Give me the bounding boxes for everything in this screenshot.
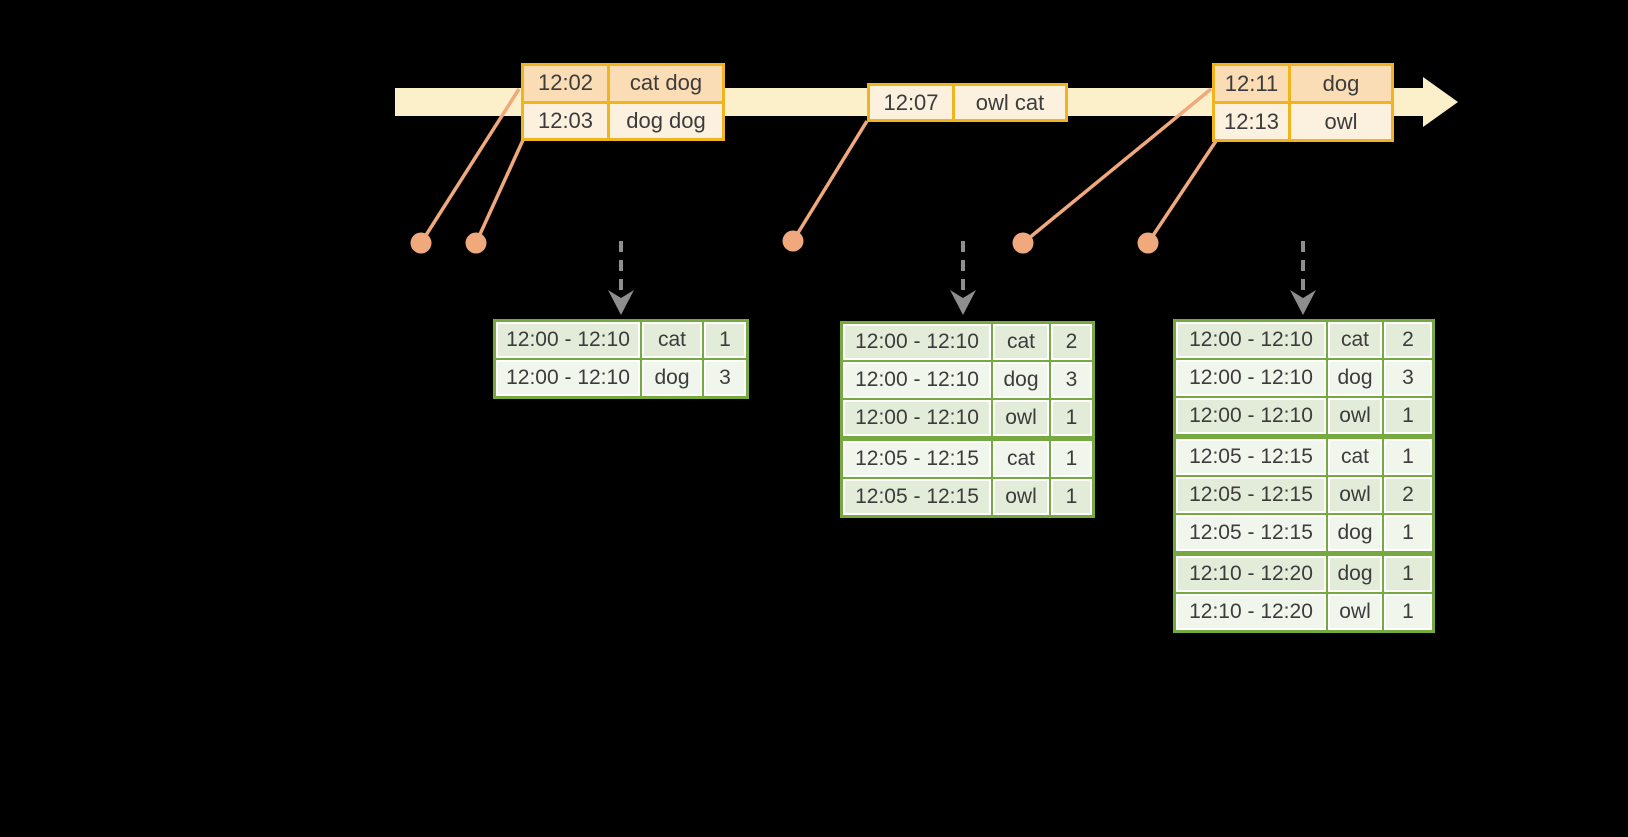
count-cell: 1	[1384, 556, 1432, 592]
event-dot	[1137, 232, 1159, 254]
trigger-arrowhead-icon	[608, 290, 634, 315]
event-connector-lines	[419, 87, 1218, 245]
count-cell: 3	[704, 360, 746, 396]
count-cell: 2	[1051, 324, 1092, 360]
word-cell: cat	[1328, 439, 1382, 475]
event-dot	[782, 230, 804, 252]
window-cell: 12:00 - 12:10	[843, 324, 991, 360]
word-cell: cat	[642, 322, 702, 358]
event-words-cell: dog	[1291, 66, 1391, 101]
word-cell: dog	[642, 360, 702, 396]
event-dot	[465, 232, 487, 254]
word-cell: dog	[993, 362, 1049, 398]
window-cell: 12:00 - 12:10	[1176, 360, 1326, 396]
word-cell: owl	[993, 400, 1049, 436]
event-time-cell: 12:02	[524, 66, 607, 101]
event-words-cell: owl cat	[955, 86, 1065, 119]
window-cell: 12:05 - 12:15	[1176, 477, 1326, 513]
count-cell: 2	[1384, 477, 1432, 513]
event-time-cell: 12:13	[1215, 104, 1288, 139]
event-connector-line	[474, 139, 525, 244]
window-cell: 12:00 - 12:10	[843, 400, 991, 436]
event-dot	[410, 232, 432, 254]
window-cell: 12:10 - 12:20	[1176, 556, 1326, 592]
word-cell: dog	[1328, 360, 1382, 396]
event-time-cell: 12:07	[870, 86, 952, 119]
count-cell: 1	[1384, 398, 1432, 434]
window-cell: 12:00 - 12:10	[1176, 398, 1326, 434]
timeline-arrowhead-icon	[1423, 77, 1458, 127]
word-cell: owl	[993, 479, 1049, 515]
word-cell: owl	[1328, 594, 1382, 630]
window-cell: 12:05 - 12:15	[1176, 439, 1326, 475]
count-cell: 3	[1384, 360, 1432, 396]
count-cell: 1	[704, 322, 746, 358]
window-cell: 12:00 - 12:10	[843, 362, 991, 398]
window-cell: 12:05 - 12:15	[843, 479, 991, 515]
count-cell: 1	[1051, 441, 1092, 477]
trigger-arrow-lines	[619, 241, 1305, 294]
window-cell: 12:05 - 12:15	[843, 441, 991, 477]
event-words-cell: dog dog	[610, 103, 722, 138]
word-cell: dog	[1328, 556, 1382, 592]
event-dot	[1012, 232, 1034, 254]
event-connector-line	[791, 120, 869, 242]
count-cell: 1	[1384, 439, 1432, 475]
window-cell: 12:00 - 12:10	[496, 360, 640, 396]
window-cell: 12:05 - 12:15	[1176, 515, 1326, 551]
trigger-arrowheads	[608, 290, 1316, 315]
event-connector-line	[1021, 87, 1213, 245]
word-cell: owl	[1328, 477, 1382, 513]
count-cell: 2	[1384, 322, 1432, 358]
trigger-arrowhead-icon	[950, 290, 976, 315]
window-cell: 12:00 - 12:10	[1176, 322, 1326, 358]
event-time-cell: 12:11	[1215, 66, 1288, 101]
event-words-cell: owl	[1291, 104, 1391, 139]
event-words-cell: cat dog	[610, 66, 722, 101]
word-cell: cat	[993, 324, 1049, 360]
event-connector-line	[419, 88, 521, 244]
count-cell: 1	[1384, 515, 1432, 551]
event-connector-line	[1146, 140, 1218, 244]
event-time-cell: 12:03	[524, 103, 607, 138]
count-cell: 1	[1384, 594, 1432, 630]
count-cell: 1	[1051, 400, 1092, 436]
window-cell: 12:10 - 12:20	[1176, 594, 1326, 630]
count-cell: 3	[1051, 362, 1092, 398]
word-cell: dog	[1328, 515, 1382, 551]
word-cell: cat	[993, 441, 1049, 477]
window-cell: 12:00 - 12:10	[496, 322, 640, 358]
word-cell: cat	[1328, 322, 1382, 358]
event-dots	[410, 230, 1159, 254]
trigger-arrowhead-icon	[1290, 290, 1316, 315]
count-cell: 1	[1051, 479, 1092, 515]
word-cell: owl	[1328, 398, 1382, 434]
